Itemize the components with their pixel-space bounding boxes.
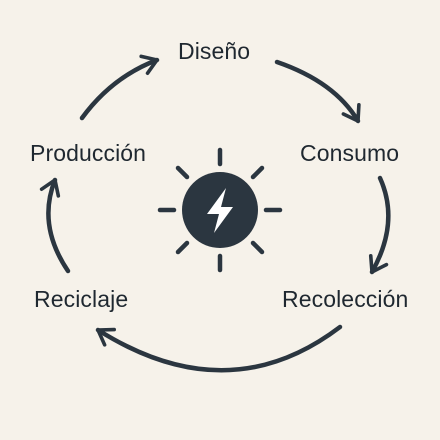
- arrow-produccion-to-diseno: [79, 54, 160, 121]
- arrow-recoleccion-to-reciclaje: [95, 324, 343, 373]
- stage-produccion-label: Producción: [30, 140, 147, 166]
- stage-diseno-label: Diseño: [178, 38, 251, 64]
- stage-reciclaje-label: Reciclaje: [34, 286, 129, 312]
- arrow-diseno-to-consumo: [274, 59, 361, 124]
- arrow-consumo-to-recoleccion: [368, 175, 391, 275]
- stage-consumo-label: Consumo: [300, 140, 400, 166]
- stage-recoleccion-label: Recolección: [282, 286, 409, 312]
- sun-lightning-bolt-icon: [157, 147, 283, 273]
- arrow-reciclaje-to-produccion: [39, 177, 71, 274]
